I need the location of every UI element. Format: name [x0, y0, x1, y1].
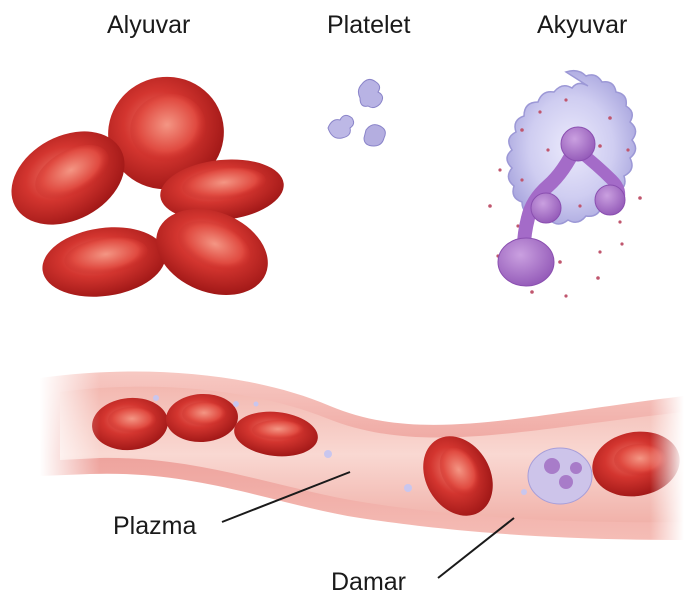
label-platelet: Platelet [327, 11, 410, 39]
label-alyuvar: Alyuvar [107, 11, 190, 39]
red-blood-cell [38, 220, 170, 305]
red-blood-cells-group [0, 64, 287, 311]
platelet [328, 115, 354, 138]
vessel-white-cell [528, 448, 592, 504]
label-akyuvar: Akyuvar [537, 11, 627, 39]
label-plazma: Plazma [113, 512, 196, 540]
white-blood-cell [488, 71, 642, 298]
label-damar: Damar [331, 568, 406, 596]
platelet [358, 79, 382, 107]
red-blood-cell [143, 193, 281, 311]
platelets-group [328, 79, 385, 146]
platelet [364, 125, 385, 146]
